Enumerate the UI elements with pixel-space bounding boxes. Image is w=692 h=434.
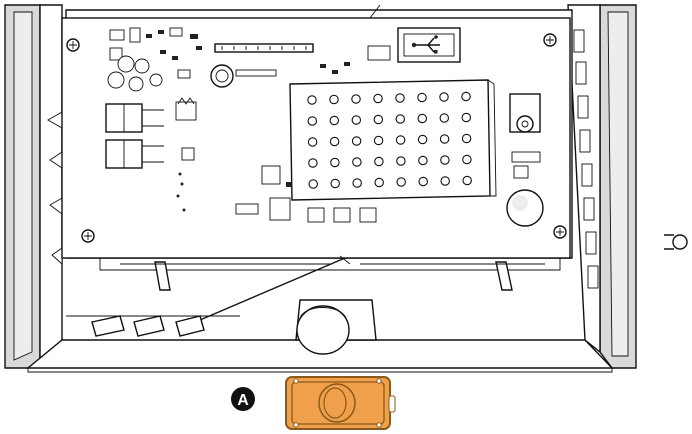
shield-hole bbox=[418, 155, 428, 166]
internal-cable bbox=[199, 257, 346, 321]
shield-hole bbox=[440, 176, 450, 186]
shield-hole bbox=[462, 154, 472, 165]
right-rail-slots bbox=[573, 29, 599, 289]
shield-hole bbox=[330, 178, 340, 189]
shield-hole bbox=[307, 95, 317, 105]
shield-hole bbox=[461, 133, 472, 144]
screw-top-right bbox=[543, 33, 557, 47]
shield-hole bbox=[395, 114, 406, 124]
shield-hole bbox=[417, 92, 427, 103]
usb-port bbox=[367, 27, 461, 63]
shield-hole bbox=[374, 177, 384, 188]
rf-shield bbox=[289, 79, 497, 201]
shield-hole bbox=[329, 115, 340, 126]
shield-hole bbox=[440, 155, 450, 165]
shield-hole bbox=[373, 114, 384, 125]
shield-hole bbox=[418, 176, 428, 187]
shield-hole bbox=[307, 116, 318, 126]
shield-hole bbox=[396, 177, 406, 187]
shield-hole bbox=[396, 156, 406, 166]
shield-hole bbox=[439, 92, 449, 102]
shield-hole bbox=[461, 91, 471, 102]
shield-hole bbox=[330, 157, 340, 168]
shield-hole bbox=[329, 94, 339, 105]
cable-clip bbox=[339, 255, 351, 265]
left-wall-tabs bbox=[47, 111, 63, 266]
components-left bbox=[107, 27, 234, 212]
shield-hole bbox=[395, 93, 405, 103]
circuit-board bbox=[61, 4, 571, 259]
ribbon-connector bbox=[214, 43, 314, 77]
floor-ribs bbox=[66, 315, 240, 337]
terminal-block-upper bbox=[105, 103, 164, 133]
shield-hole bbox=[307, 137, 318, 147]
shield-hole bbox=[373, 93, 383, 104]
shield-hole bbox=[351, 136, 362, 146]
usb-icon bbox=[411, 35, 440, 54]
shield-hole bbox=[308, 179, 318, 189]
terminal-block-lower bbox=[105, 139, 164, 169]
shield-hole bbox=[352, 157, 362, 167]
shield-hole bbox=[395, 135, 406, 145]
shield-hole bbox=[439, 134, 450, 144]
shield-hole bbox=[329, 136, 340, 147]
shield-hole bbox=[461, 112, 472, 123]
screw-top-left bbox=[66, 38, 80, 52]
shield-hole bbox=[462, 175, 472, 186]
shield-hole bbox=[417, 134, 428, 145]
shield-hole bbox=[439, 113, 450, 123]
speaker-mount bbox=[295, 299, 377, 355]
shield-hole bbox=[373, 135, 384, 146]
shield-hole bbox=[351, 94, 361, 104]
callout-letter: A bbox=[237, 392, 249, 409]
components-right bbox=[506, 93, 544, 227]
shield-hole bbox=[417, 113, 428, 124]
screw-bottom-right bbox=[553, 225, 567, 239]
shield-hole bbox=[351, 115, 362, 125]
shield-hole bbox=[374, 156, 384, 167]
speaker-part bbox=[285, 376, 396, 430]
components-centre bbox=[235, 62, 377, 223]
callout-badge: A bbox=[231, 387, 255, 411]
screw-bottom-left bbox=[81, 229, 95, 243]
shield-hole bbox=[352, 178, 362, 188]
shield-holes bbox=[307, 91, 472, 189]
shield-hole bbox=[308, 158, 318, 168]
cable-top bbox=[369, 4, 381, 19]
